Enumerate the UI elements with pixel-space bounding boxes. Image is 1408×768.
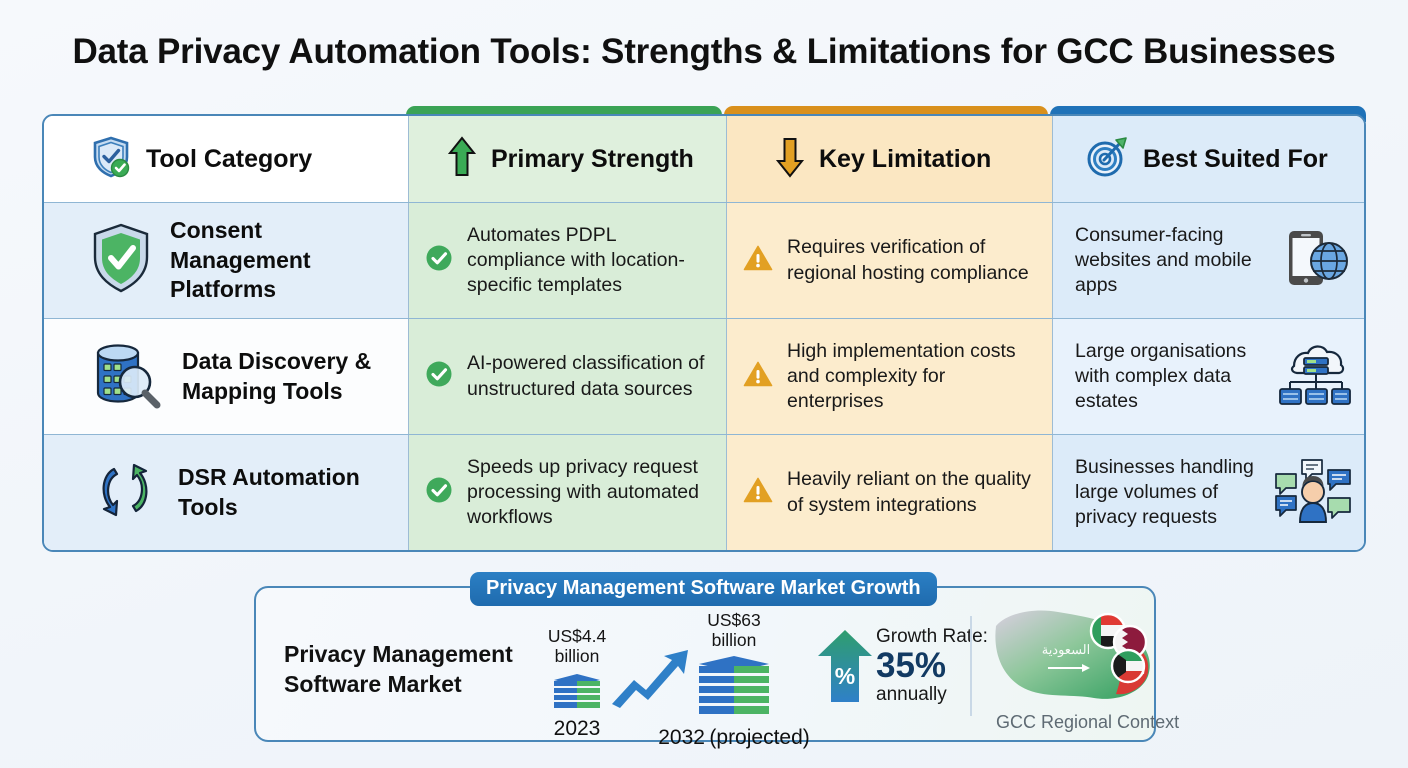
primary-strength-text: Speeds up privacy request processing wit… (467, 455, 699, 529)
stat-2032-year: 2032 (658, 726, 705, 750)
key-limitation-text: Heavily reliant on the quality of system… (787, 468, 1031, 516)
panel-badge-market-growth: Privacy Management Software Market Growt… (470, 572, 937, 606)
map-caption: GCC Regional Context (996, 712, 1180, 732)
up-arrow-icon (447, 135, 477, 183)
check-circle-icon (425, 244, 453, 277)
header-label-primary-strength: Primary Strength (491, 144, 694, 173)
header-cell-tool-category: Tool Category (44, 116, 408, 202)
stack-large-icon (699, 656, 769, 715)
stat-2032-note: (projected) (709, 726, 810, 750)
cell-primary-strength: AI-powered classification of unstructure… (408, 319, 726, 434)
comparison-table: Tool Category Primary Strength (42, 114, 1366, 552)
best-suited-for-text: Consumer-facing websites and mobile apps (1075, 223, 1252, 297)
best-suited-for-text: Large organisations with complex data es… (1075, 339, 1247, 413)
warning-triangle-icon (743, 244, 773, 277)
cell-primary-strength: Automates PDPL compliance with location-… (408, 203, 726, 318)
stat-2032: US$63 billion 2032 (projected) (654, 610, 814, 750)
stat-2032-value: US$63 (707, 610, 761, 630)
trend-up-arrow-icon (612, 650, 688, 708)
table-row: Data Discovery & Mapping Tools AI-powere… (44, 318, 1364, 434)
stat-2032-unit: billion (711, 630, 757, 651)
comparison-table-wrapper: Tool Category Primary Strength (42, 106, 1366, 552)
check-circle-icon (425, 476, 453, 509)
cell-best-suited-for: Businesses handling large volumes of pri… (1052, 435, 1364, 550)
check-circle-icon (425, 360, 453, 393)
cell-primary-strength: Speeds up privacy request processing wit… (408, 435, 726, 550)
cloud-servers-icon (1274, 340, 1352, 413)
down-arrow-icon (775, 136, 805, 183)
page-title: Data Privacy Automation Tools: Strengths… (72, 32, 1336, 71)
cell-key-limitation: Heavily reliant on the quality of system… (726, 435, 1052, 550)
key-limitation-text: Requires verification of regional hostin… (787, 236, 1029, 284)
primary-strength-text: AI-powered classification of unstructure… (467, 352, 705, 400)
stat-2023-unit: billion (554, 646, 600, 667)
target-dart-icon (1085, 135, 1129, 184)
cell-tool-category: DSR Automation Tools (44, 435, 408, 550)
svg-text:السعودية: السعودية (1042, 642, 1091, 658)
cell-key-limitation: Requires verification of regional hostin… (726, 203, 1052, 318)
panel-market-label: Privacy Management Software Market (284, 641, 513, 697)
stat-2023-year: 2023 (553, 717, 601, 741)
svg-text:%: % (835, 663, 855, 689)
person-chat-bubbles-icon (1274, 456, 1352, 529)
shield-check-icon (90, 135, 132, 184)
cell-tool-category: Consent Management Platforms (44, 203, 408, 318)
growth-rate-percent: 35% (876, 646, 947, 685)
shield-check-green-icon (90, 221, 152, 300)
warning-triangle-icon (743, 360, 773, 393)
growth-rate-label: Growth Rate: (876, 626, 988, 647)
header-label-best-suited-for: Best Suited For (1143, 144, 1328, 173)
stat-2023: US$4.4 billion 2023 (530, 626, 624, 741)
header-cell-key-limitation: Key Limitation (726, 116, 1052, 202)
stack-small-icon (554, 674, 600, 709)
cell-tool-category: Data Discovery & Mapping Tools (44, 319, 408, 434)
header-cell-primary-strength: Primary Strength (408, 116, 726, 202)
percent-up-arrow-icon: % (818, 630, 872, 702)
tool-category-label: Consent Management Platforms (170, 217, 311, 303)
cell-key-limitation: High implementation costs and complexity… (726, 319, 1052, 434)
header-label-tool-category: Tool Category (146, 144, 313, 173)
key-limitation-text: High implementation costs and complexity… (787, 339, 1016, 413)
tool-category-label: DSR Automation Tools (178, 464, 360, 520)
database-magnifier-icon (90, 339, 164, 414)
growth-rate-period: annually (876, 683, 947, 705)
mobile-globe-icon (1278, 225, 1352, 296)
circular-arrows-icon (90, 455, 160, 530)
cell-best-suited-for: Large organisations with complex data es… (1052, 319, 1364, 434)
warning-triangle-icon (743, 476, 773, 509)
primary-strength-text: Automates PDPL compliance with location-… (467, 223, 685, 297)
stat-2023-value: US$4.4 (547, 626, 607, 646)
gcc-map-flags-icon: السعودية (995, 610, 1150, 699)
header-cell-best-suited-for: Best Suited For (1052, 116, 1364, 202)
growth-rate-block: Growth Rate: 35% annually (876, 626, 988, 706)
table-row: DSR Automation Tools Speeds up privacy r… (44, 434, 1364, 550)
cell-best-suited-for: Consumer-facing websites and mobile apps (1052, 203, 1364, 318)
tool-category-label: Data Discovery & Mapping Tools (182, 348, 372, 404)
panel-divider (970, 616, 972, 716)
header-label-key-limitation: Key Limitation (819, 144, 992, 173)
table-header-row: Tool Category Primary Strength (44, 116, 1364, 202)
market-growth-panel: Privacy Management Software Market US$4.… (254, 586, 1180, 749)
best-suited-for-text: Businesses handling large volumes of pri… (1075, 455, 1254, 529)
table-row: Consent Management Platforms Automates P… (44, 202, 1364, 318)
